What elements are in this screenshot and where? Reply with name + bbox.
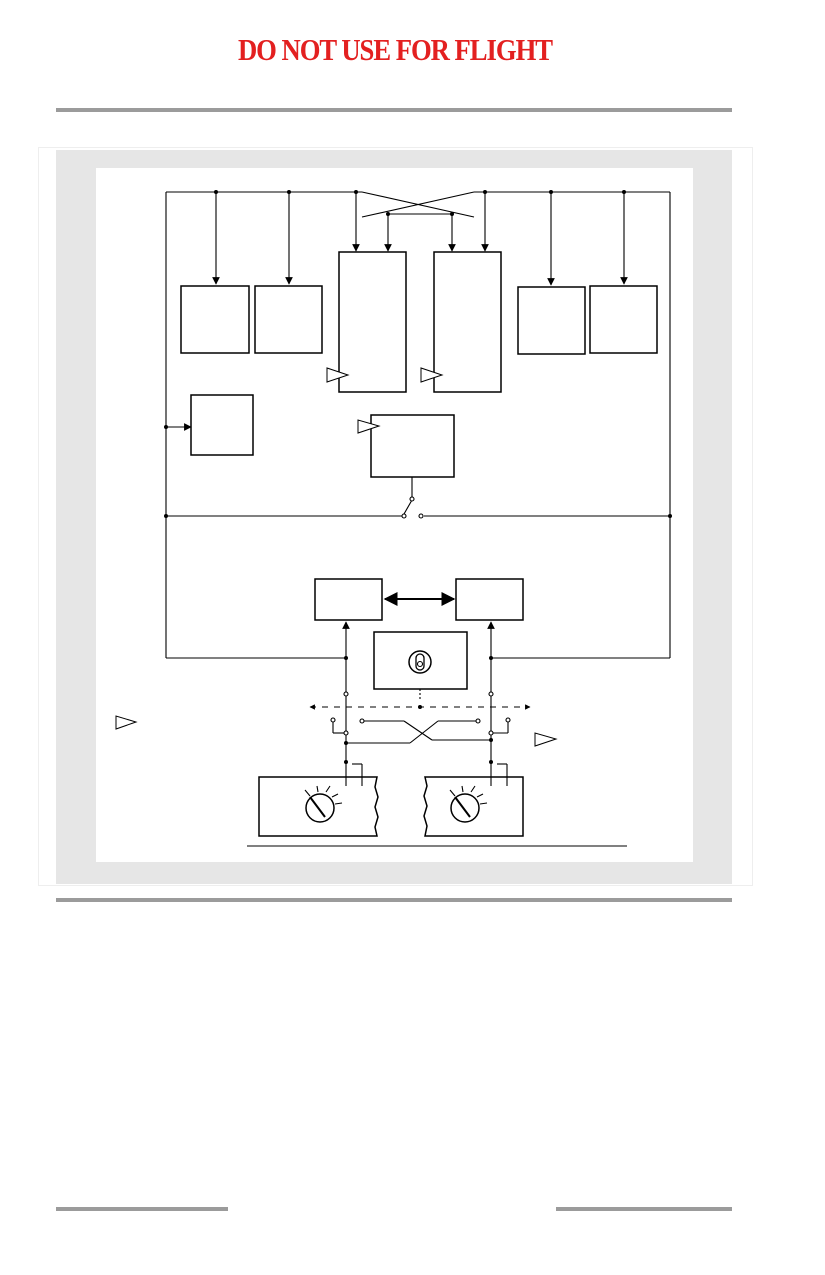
do-not-use-warning: DO NOT USE FOR FLIGHT [237,32,553,67]
component-box-4 [433,251,502,393]
component-box-8 [370,414,455,478]
component-box-7 [190,394,254,456]
relay-box-right [455,578,524,621]
rotary-selector-icon [449,785,488,823]
component-box-2 [254,285,323,354]
bus-feeds [166,192,628,431]
diagram-area [96,168,693,862]
selector-panel-left [258,762,379,837]
selector-panel-right [423,762,524,837]
upper-bus [165,191,671,658]
rotary-selector-icon [304,785,343,823]
lower-loop [166,592,670,762]
switch-panel [373,631,468,690]
component-boxes [180,251,658,690]
footer-rule-left [56,1207,228,1211]
component-box-3 [338,251,407,393]
top-rule [56,108,732,112]
component-box-1 [180,285,250,354]
footer-rule-right [556,1207,732,1211]
junction-dots [164,190,672,764]
bottom-rule [56,898,732,902]
toggle-switch-icon [408,650,432,700]
relay-box-left [314,578,383,621]
crossover-contacts [330,691,511,744]
note-flag-icon [115,367,558,747]
component-box-5 [517,286,586,355]
component-box-6 [589,285,658,354]
middle-bus [166,477,670,519]
